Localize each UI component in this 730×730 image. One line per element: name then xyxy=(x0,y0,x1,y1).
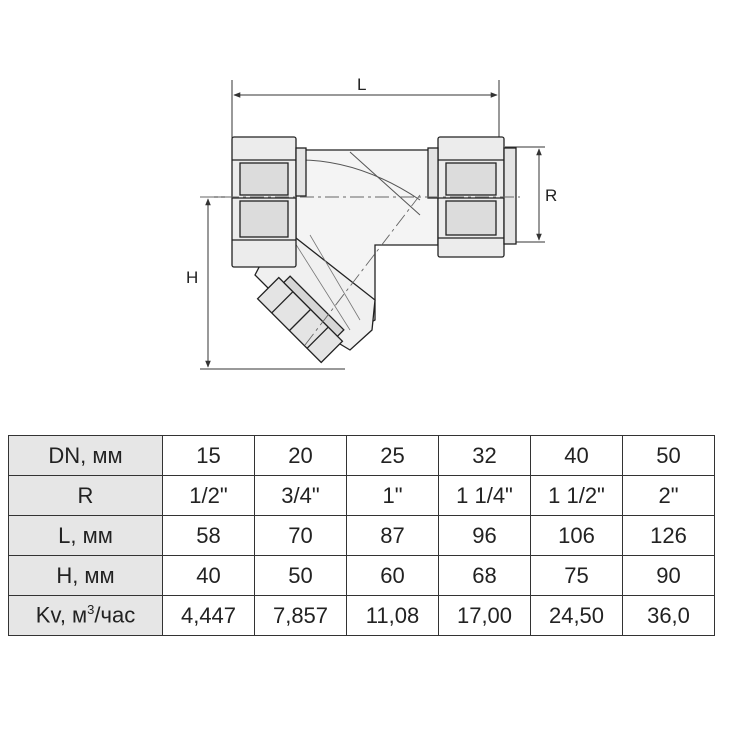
table-cell: 70 xyxy=(254,515,347,556)
dimension-h: H xyxy=(186,196,345,370)
kv-exponent: 3 xyxy=(87,602,95,618)
table-cell: 126 xyxy=(622,515,715,556)
table-cell: 2" xyxy=(622,475,715,516)
dimension-l: L xyxy=(231,75,500,138)
table-cell: 15 xyxy=(162,435,255,476)
table-row-dn: DN, мм 15 20 25 32 40 50 xyxy=(8,435,715,476)
table-cell: 36,0 xyxy=(622,595,715,636)
table-cell: 20 xyxy=(254,435,347,476)
dimension-label-l: L xyxy=(357,75,366,94)
table-row-h: H, мм 40 50 60 68 75 90 xyxy=(8,555,715,596)
row-header-r: R xyxy=(8,475,163,516)
center-lines xyxy=(200,194,520,346)
row-header-h: H, мм xyxy=(8,555,163,596)
table-cell: 1/2" xyxy=(162,475,255,516)
table-cell: 50 xyxy=(622,435,715,476)
dimension-label-r: R xyxy=(545,186,557,205)
table-cell: 87 xyxy=(346,515,439,556)
table-cell: 58 xyxy=(162,515,255,556)
table-cell: 32 xyxy=(438,435,531,476)
strainer-body xyxy=(231,136,517,364)
table-cell: 40 xyxy=(162,555,255,596)
table-cell: 50 xyxy=(254,555,347,596)
kv-unit: /час xyxy=(94,602,136,628)
table-cell: 1 1/4" xyxy=(438,475,531,516)
table-row-kv: Kv, м3/час 4,447 7,857 11,08 17,00 24,50… xyxy=(8,595,715,636)
table-cell: 96 xyxy=(438,515,531,556)
table-cell: 90 xyxy=(622,555,715,596)
table-cell: 17,00 xyxy=(438,595,531,636)
table-cell: 4,447 xyxy=(162,595,255,636)
table-cell: 7,857 xyxy=(254,595,347,636)
y-strainer-drawing: L R H xyxy=(186,75,557,370)
row-header-l: L, мм xyxy=(8,515,163,556)
table-cell: 1 1/2" xyxy=(530,475,623,516)
table-cell: 75 xyxy=(530,555,623,596)
table-cell: 24,50 xyxy=(530,595,623,636)
table-cell: 40 xyxy=(530,435,623,476)
table-cell: 25 xyxy=(346,435,439,476)
table-cell: 106 xyxy=(530,515,623,556)
table-cell: 68 xyxy=(438,555,531,596)
table-row-r: R 1/2" 3/4" 1" 1 1/4" 1 1/2" 2" xyxy=(8,475,715,516)
table-cell: 1" xyxy=(346,475,439,516)
table-cell: 60 xyxy=(346,555,439,596)
table-cell: 3/4" xyxy=(254,475,347,516)
table-cell: 11,08 xyxy=(346,595,439,636)
kv-label: Kv, м xyxy=(35,602,88,628)
table-row-l: L, мм 58 70 87 96 106 126 xyxy=(8,515,715,556)
row-header-dn: DN, мм xyxy=(8,435,163,476)
row-header-kv: Kv, м3/час xyxy=(8,595,163,636)
specification-table: DN, мм 15 20 25 32 40 50 R 1/2" 3/4" 1" … xyxy=(8,435,715,636)
dimension-label-h: H xyxy=(186,268,198,287)
